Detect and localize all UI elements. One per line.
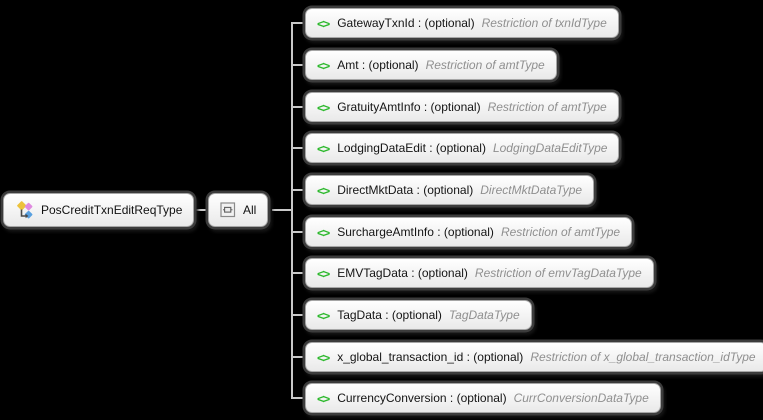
connector-trunk (291, 22, 293, 399)
element-type: Restriction of amtType (487, 100, 607, 114)
element-node-amt[interactable]: <> Amt : (optional) Restriction of amtTy… (305, 50, 557, 80)
all-compositor-node[interactable]: All (208, 193, 269, 227)
element-label: LodgingDataEdit : (optional) (337, 141, 486, 155)
element-type: Restriction of amtType (500, 225, 621, 239)
all-compositor-icon (220, 202, 236, 218)
element-node-x-global-transaction-id[interactable]: <> x_global_transaction_id : (optional) … (305, 342, 763, 372)
element-type: Restriction of amtType (425, 58, 545, 72)
connector-stub (292, 231, 305, 233)
element-node-lodgingdataedit[interactable]: <> LodgingDataEdit : (optional) LodgingD… (305, 133, 620, 163)
connector-stub (292, 106, 305, 108)
connector-stub (292, 22, 305, 24)
element-node-gatewaytxnid[interactable]: <> GatewayTxnId : (optional) Restriction… (305, 8, 619, 38)
element-node-currencyconversion[interactable]: <> CurrencyConversion : (optional) CurrC… (305, 383, 661, 413)
element-label: Amt : (optional) (337, 58, 419, 72)
element-label: DirectMktData : (optional) (337, 183, 474, 197)
connector-stub (292, 147, 305, 149)
root-type-label: PosCreditTxnEditReqType (41, 203, 183, 217)
element-icon: <> (317, 99, 330, 115)
connector-stub (292, 314, 305, 316)
element-icon: <> (317, 265, 330, 281)
element-node-gratuityamtinfo[interactable]: <> GratuityAmtInfo : (optional) Restrict… (305, 92, 619, 122)
element-type: Restriction of x_global_transaction_idTy… (530, 350, 756, 364)
element-icon: <> (317, 182, 330, 198)
connector-stub (292, 64, 305, 66)
element-node-surchargeamtinfo[interactable]: <> SurchargeAmtInfo : (optional) Restric… (305, 217, 633, 247)
connector-all-to-trunk (272, 209, 292, 211)
element-icon: <> (317, 57, 330, 73)
all-compositor-label: All (243, 203, 257, 217)
element-label: x_global_transaction_id : (optional) (337, 350, 524, 364)
element-type: Restriction of emvTagDataType (474, 266, 642, 280)
element-icon: <> (317, 349, 330, 365)
element-label: GratuityAmtInfo : (optional) (337, 100, 481, 114)
element-icon: <> (317, 224, 330, 240)
element-type: TagDataType (448, 308, 520, 322)
element-node-tagdata[interactable]: <> TagData : (optional) TagDataType (305, 300, 532, 330)
complex-type-icon (15, 200, 34, 220)
element-node-directmktdata[interactable]: <> DirectMktData : (optional) DirectMktD… (305, 175, 595, 205)
element-icon: <> (317, 307, 330, 323)
element-label: TagData : (optional) (337, 308, 442, 322)
connector-stub (292, 272, 305, 274)
element-node-emvtagdata[interactable]: <> EMVTagData : (optional) Restriction o… (305, 258, 654, 288)
connector-stub (292, 397, 305, 399)
element-type: DirectMktDataType (480, 183, 583, 197)
element-label: GatewayTxnId : (optional) (337, 16, 475, 30)
element-label: CurrencyConversion : (optional) (337, 391, 507, 405)
element-icon: <> (317, 15, 330, 31)
element-icon: <> (317, 390, 330, 406)
element-type: CurrConversionDataType (513, 391, 649, 405)
root-type-node[interactable]: PosCreditTxnEditReqType (3, 193, 195, 227)
element-icon: <> (317, 140, 330, 156)
element-label: EMVTagData : (optional) (337, 266, 468, 280)
element-type: LodgingDataEditType (492, 141, 608, 155)
connector-stub (292, 356, 305, 358)
element-label: SurchargeAmtInfo : (optional) (337, 225, 494, 239)
element-type: Restriction of txnIdType (481, 16, 607, 30)
connector-stub (292, 189, 305, 191)
